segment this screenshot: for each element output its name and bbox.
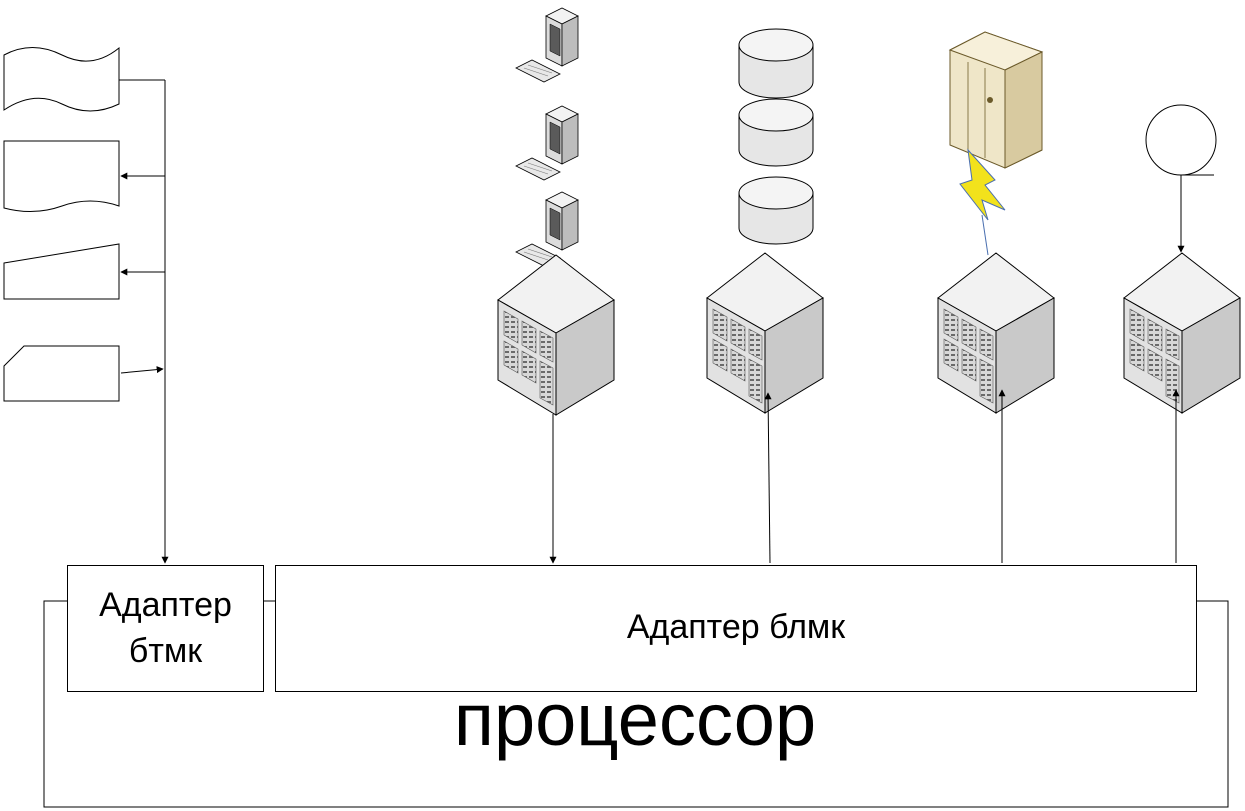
connector-line <box>764 392 772 564</box>
disk-stack-icon <box>738 28 814 245</box>
controller-cube-icon <box>497 254 615 416</box>
lightning-icon <box>959 148 1006 221</box>
remote-server-icon <box>948 31 1044 169</box>
adapter-btmk-line1: Адаптер <box>99 586 232 624</box>
adapter-blmk-box: Адаптер блмк <box>275 565 1197 692</box>
adapter-blmk-label: Адаптер блмк <box>626 608 846 646</box>
connector-line <box>981 214 989 256</box>
connector-line <box>120 366 164 374</box>
terminal-workstations-icon <box>515 7 579 267</box>
adapter-btmk-line2: бтмк <box>128 632 203 670</box>
controller-cube-icon <box>706 252 824 414</box>
adapter-btmk-box: Адаптер бтмк <box>67 565 264 692</box>
controller-cube-icon <box>1123 252 1241 414</box>
controller-cube-icon <box>937 252 1055 414</box>
paper-tape-icon <box>3 46 120 112</box>
circle-device-icon <box>1145 104 1217 176</box>
document-icon <box>3 140 120 212</box>
punch-card-icon <box>3 345 120 402</box>
manual-input-icon <box>3 243 120 300</box>
processor-label: процессор <box>453 678 817 761</box>
